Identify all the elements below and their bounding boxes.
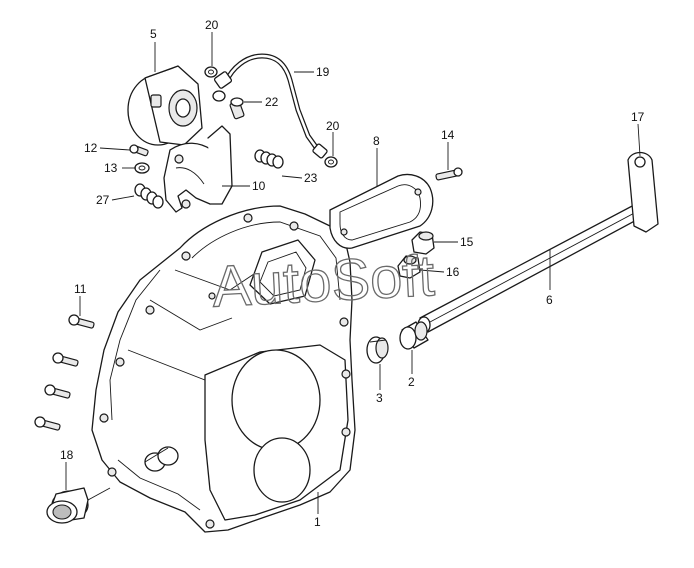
callout-2: 2: [408, 375, 415, 389]
release-lever: [627, 151, 659, 233]
callout-labels: 5 20 19 22 20 12 13 10 23 27 8 14 15 16 …: [60, 18, 645, 529]
washer-right: [324, 156, 338, 168]
breather-plug: [411, 231, 435, 255]
callout-20-right: 20: [326, 119, 340, 133]
bell-housing: [91, 205, 356, 533]
callout-19: 19: [316, 65, 330, 79]
callout-11: 11: [74, 282, 87, 296]
callout-14: 14: [441, 128, 455, 142]
cover-bolt: [435, 167, 463, 181]
fork-bolt: [129, 144, 149, 157]
callout-5: 5: [150, 27, 157, 41]
callout-23: 23: [304, 171, 318, 185]
shaft-seal: [366, 336, 389, 364]
shaft-bushing: [399, 321, 429, 350]
callout-3: 3: [376, 391, 383, 405]
autosoft-watermark: AutoSoft: [211, 243, 437, 320]
fork-spring: [134, 183, 164, 209]
callout-6: 6: [546, 293, 553, 307]
grease-fitting: [397, 255, 421, 279]
leader-lines: [65, 32, 641, 514]
hose-pipe: [213, 53, 328, 159]
callout-12: 12: [84, 141, 98, 155]
release-fork: [163, 125, 233, 213]
fork-washer: [134, 162, 150, 174]
callout-18: 18: [60, 448, 74, 462]
release-bearing: [127, 65, 203, 146]
inspection-cover: [329, 173, 434, 249]
callout-1: 1: [314, 515, 321, 529]
callout-16: 16: [446, 265, 460, 279]
return-spring: [254, 149, 284, 169]
callout-20-top: 20: [205, 18, 219, 32]
washer-top: [204, 66, 218, 78]
callout-17: 17: [631, 110, 645, 124]
callout-13: 13: [104, 161, 118, 175]
housing-bolts: [34, 314, 95, 431]
callout-22: 22: [265, 95, 279, 109]
callout-27: 27: [96, 193, 110, 207]
callout-8: 8: [373, 134, 380, 148]
callout-15: 15: [460, 235, 474, 249]
input-bearing: [46, 487, 89, 524]
banjo-bolt: [212, 90, 245, 120]
callout-10: 10: [252, 179, 266, 193]
